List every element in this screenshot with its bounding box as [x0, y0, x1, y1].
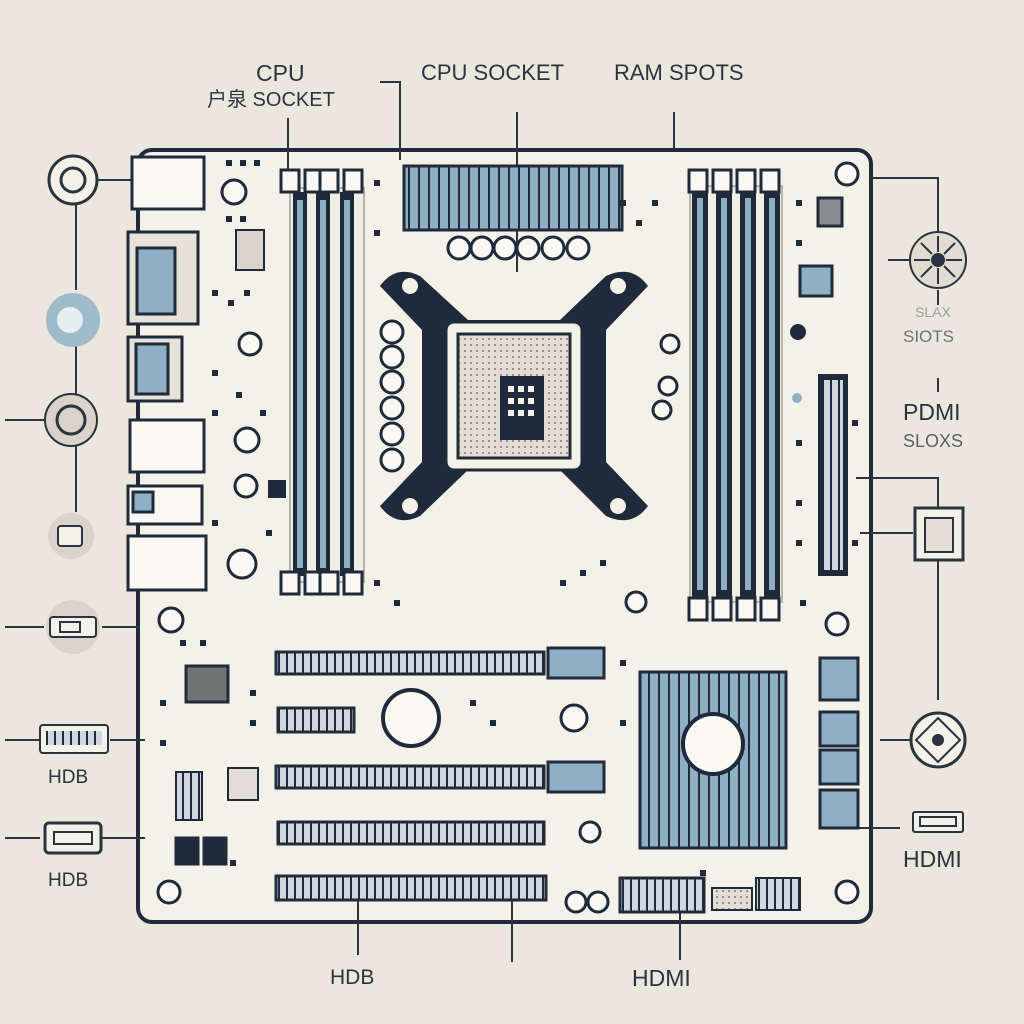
pcie-slots: [274, 646, 606, 902]
hdmi-port-icon-right: [912, 811, 964, 833]
label-hdb-bottom: HDB: [330, 966, 375, 989]
fan-connector-icon-right: [909, 711, 967, 769]
label-hdmi-right: HDMI: [903, 846, 962, 872]
usb-port-icon: [48, 513, 94, 559]
ethernet-port-icon: [46, 600, 100, 654]
hdmi-port-icon-left: [43, 821, 103, 855]
slot-connector-icon-right: [913, 506, 965, 562]
power-connector: [818, 374, 848, 576]
label-hdmi-bottom: HDMI: [632, 965, 691, 991]
capacitor-row: [379, 235, 591, 473]
small-jack: [790, 324, 806, 340]
label-cpu-socket-left: 户泉 SOCKET: [207, 89, 335, 111]
disc-icon: [46, 293, 100, 347]
label-slots: SIOTS: [903, 327, 955, 346]
bottom-headers: [618, 876, 801, 914]
label-sloxs: SLOXS: [903, 431, 964, 451]
audio-jack-icon: [44, 393, 98, 447]
label-hdb-left-2: HDB: [48, 870, 89, 891]
cmos-battery: [381, 688, 441, 748]
small-components: [160, 160, 858, 876]
label-ram-spots: RAM SPOTS: [614, 60, 744, 85]
rear-io-panel: [126, 155, 208, 592]
cpu-chip: [456, 332, 572, 460]
label-pdmi: PDMI: [903, 399, 961, 425]
small-chips: [174, 196, 844, 866]
sata-ports: [818, 656, 860, 830]
top-connector-strip: [402, 164, 624, 232]
label-slax: SLAX: [915, 304, 951, 320]
label-cpu-socket: CPU SOCKET: [421, 60, 565, 85]
power-icon: [47, 154, 99, 206]
fan-icon: [909, 231, 967, 289]
ram-slots-right: [687, 168, 783, 622]
led-indicator: [792, 393, 802, 403]
pci-connector-icon: [39, 724, 109, 754]
mounting-holes: [156, 161, 860, 914]
ram-slots-left: [279, 168, 365, 596]
label-cpu: CPU: [256, 60, 305, 86]
chipset-heatsink: [638, 670, 788, 850]
label-hdb-left-1: HDB: [48, 767, 89, 788]
